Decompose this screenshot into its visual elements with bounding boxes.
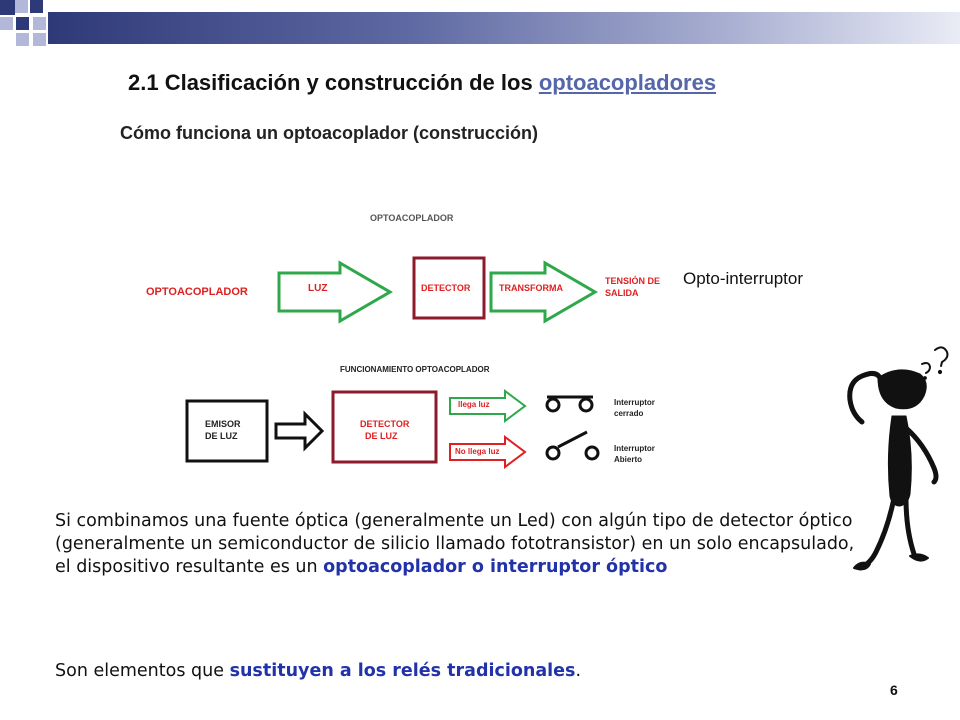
emitter-box	[185, 399, 269, 463]
corner-square-light-2	[0, 17, 13, 30]
title-text: 2.1 Clasificación y construcción de los	[128, 70, 539, 95]
transform-arrow	[489, 260, 598, 324]
switch-closed-label-line2: cerrado	[614, 409, 644, 418]
switch-open-contact-right	[584, 445, 600, 461]
corner-square-navy-3	[16, 17, 29, 30]
corner-square-light-4	[16, 33, 29, 46]
switch-open-bar	[557, 430, 588, 449]
emitter-label-line2: DE LUZ	[205, 431, 238, 441]
corner-square-light-3	[33, 17, 46, 30]
switch-open-label-line2: Abierto	[614, 455, 642, 464]
transform-arrow-label: TRANSFORMA	[499, 283, 563, 293]
switch-open-contact-left	[545, 445, 561, 461]
light-yes-arrow	[449, 389, 527, 423]
corner-square-light-5	[33, 33, 46, 46]
emitter-arrow	[274, 410, 325, 452]
emitter-label-line1: EMISOR	[205, 419, 241, 429]
light-yes-label: llega luz	[458, 400, 490, 409]
header-gradient-bar	[48, 12, 960, 44]
detector-box-label: DETECTOR	[421, 283, 471, 293]
detector-box	[412, 256, 486, 320]
corner-square-navy-1	[0, 0, 15, 15]
switch-open-label-line1: Interruptor	[614, 444, 655, 453]
input-label: OPTOACOPLADOR	[146, 286, 248, 298]
diagram-top-title: OPTOACOPLADOR	[370, 213, 454, 223]
light-no-arrow	[449, 435, 527, 469]
body-paragraph-1: Si combinamos una fuente óptica (general…	[55, 510, 875, 579]
para1-text: Si combinamos una fuente óptica (general…	[55, 511, 855, 577]
side-label: Opto-interruptor	[683, 269, 803, 288]
slide-subtitle: Cómo funciona un optoacoplador (construc…	[120, 123, 538, 143]
para2-text: Son elementos que	[55, 661, 230, 681]
detector-light-label-line2: DE LUZ	[365, 431, 398, 441]
slide-title: 2.1 Clasificación y construcción de los …	[128, 70, 716, 96]
thinking-figure-icon	[847, 346, 949, 571]
para2-highlight: sustituyen a los relés tradicionales	[229, 661, 576, 681]
body-paragraph-2: Son elementos que sustituyen a los relés…	[55, 661, 581, 681]
light-arrow-label: LUZ	[308, 283, 328, 294]
switch-closed-label-line1: Interruptor	[614, 398, 655, 407]
output-label-line1: TENSIÓN DE	[605, 276, 661, 286]
detector-light-label-line1: DETECTOR	[360, 419, 410, 429]
diagram-bottom-title: FUNCIONAMIENTO OPTOACOPLADOR	[340, 365, 490, 374]
para1-highlight: optoacoplador o interruptor óptico	[323, 557, 668, 577]
detector-light-box	[331, 390, 438, 464]
para2-end: .	[575, 661, 582, 681]
corner-square-light-1	[15, 0, 28, 13]
title-link[interactable]: optoacopladores	[538, 70, 717, 95]
switch-closed-contact-left	[545, 397, 561, 413]
light-arrow	[277, 260, 393, 324]
switch-closed-contact-right	[578, 397, 594, 413]
corner-square-navy-2	[30, 0, 43, 13]
output-label-line2: SALIDA	[605, 288, 639, 298]
page-number: 6	[890, 682, 898, 698]
light-no-label: No llega luz	[455, 447, 500, 456]
